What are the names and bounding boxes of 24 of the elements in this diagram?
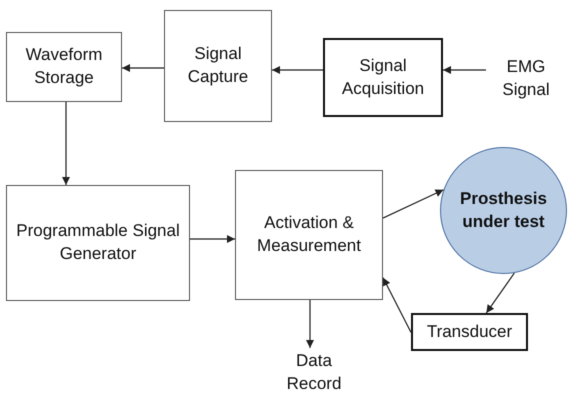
input-label: EMG Signal bbox=[501, 56, 551, 100]
node-label: Signal Capture bbox=[186, 43, 250, 88]
arrow bbox=[122, 64, 164, 72]
node-label: Signal Acquisition bbox=[340, 54, 426, 100]
node-label: Waveform Storage bbox=[24, 44, 104, 89]
arrow bbox=[272, 66, 323, 74]
node-label: Prosthesis under test bbox=[459, 188, 548, 232]
arrow bbox=[382, 277, 412, 333]
arrow bbox=[382, 189, 444, 219]
node-label: Activation & Measurement bbox=[256, 212, 362, 257]
arrow bbox=[443, 66, 486, 74]
node-label: Programmable Signal Generator bbox=[15, 220, 181, 265]
process-box bbox=[164, 10, 272, 122]
node-label: Transducer bbox=[426, 320, 512, 343]
process-box bbox=[411, 313, 528, 351]
arrow bbox=[62, 102, 70, 185]
process-box bbox=[6, 185, 190, 301]
process-box bbox=[235, 170, 383, 300]
arrow bbox=[306, 300, 314, 348]
process-box bbox=[323, 38, 443, 117]
arrow bbox=[486, 272, 515, 314]
process-box bbox=[6, 32, 122, 102]
output-label: Data Record bbox=[286, 350, 342, 395]
arrow bbox=[190, 235, 235, 243]
